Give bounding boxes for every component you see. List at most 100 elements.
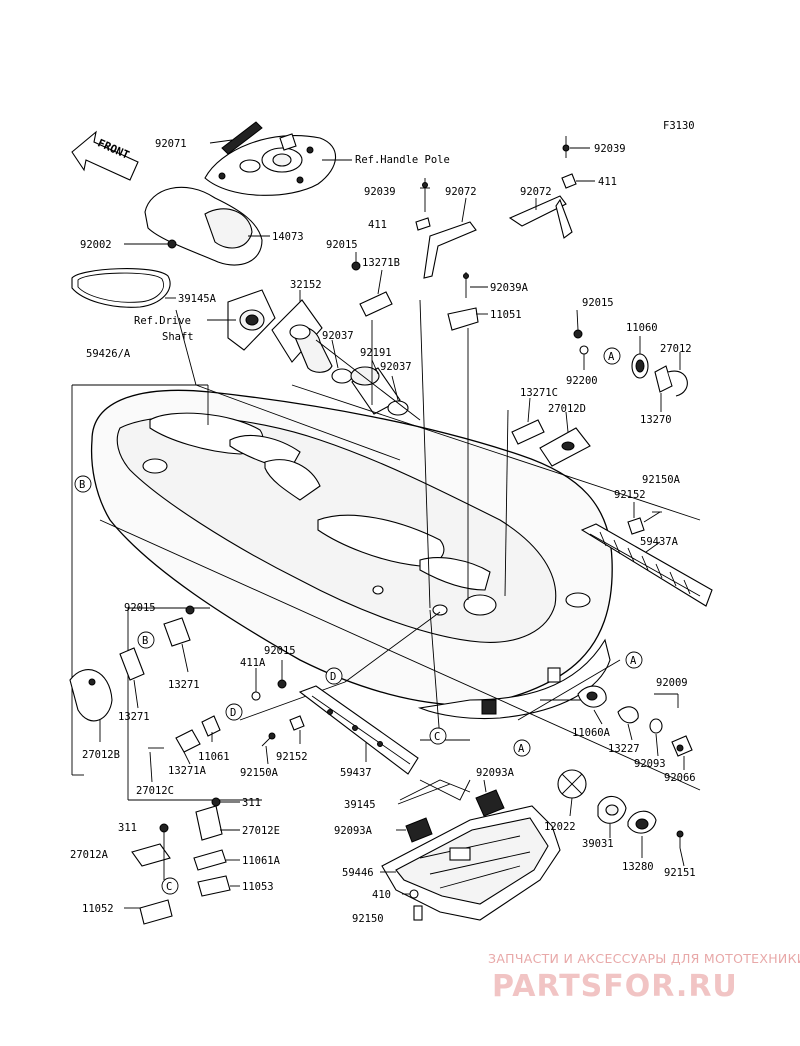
label-11051: 11051 bbox=[490, 309, 522, 321]
label-92015-c: 92015 bbox=[124, 602, 156, 614]
label-411-top: 411 bbox=[598, 176, 617, 188]
label-ref-drive: Ref.Drive bbox=[134, 315, 191, 327]
svg-text:D: D bbox=[330, 671, 336, 683]
part-92152-spacer-r bbox=[627, 517, 645, 535]
part-92039-bolt-top bbox=[562, 136, 570, 158]
label-13271C: 13271C bbox=[520, 387, 558, 399]
part-92015-nut-b bbox=[573, 329, 583, 339]
part-59437-rail bbox=[298, 685, 419, 775]
part-311-nut-b bbox=[159, 823, 169, 833]
part-92093A-pad-a bbox=[475, 789, 505, 817]
label-92039-mid: 92039 bbox=[364, 186, 396, 198]
part-13271C-plate bbox=[511, 419, 545, 445]
part-92072-bracket-a bbox=[423, 221, 477, 279]
label-92015-a: 92015 bbox=[326, 239, 358, 251]
part-11061-bracket bbox=[201, 715, 221, 737]
part-13271-plate-b bbox=[119, 647, 145, 681]
part-59437A-rail bbox=[580, 523, 713, 607]
label-92150A-r: 92150A bbox=[642, 474, 681, 486]
callout-C-hull: C bbox=[429, 727, 447, 745]
label-27012D: 27012D bbox=[548, 403, 586, 415]
label-11053: 11053 bbox=[242, 881, 274, 893]
part-92151-screw bbox=[676, 830, 684, 848]
label-27012B: 27012B bbox=[82, 749, 120, 761]
label-311-b: 311 bbox=[118, 822, 137, 834]
part-92093A-pad-b bbox=[405, 817, 433, 843]
callout-A-right: A bbox=[603, 347, 621, 365]
label-92072-a: 92072 bbox=[445, 186, 477, 198]
label-11060A: 11060A bbox=[572, 727, 611, 739]
label-92072-b: 92072 bbox=[520, 186, 552, 198]
handle-pole-ref-plate bbox=[204, 133, 337, 196]
part-311-nut-a bbox=[211, 797, 221, 807]
label-92093A-b: 92093A bbox=[334, 825, 373, 837]
label-13271A: 13271A bbox=[168, 765, 207, 777]
label-39145: 39145 bbox=[344, 799, 376, 811]
svg-text:C: C bbox=[434, 731, 440, 743]
part-92200-washer bbox=[579, 345, 589, 355]
label-59437: 59437 bbox=[340, 767, 372, 779]
part-27012D-bracket bbox=[539, 427, 591, 467]
label-92071: 92071 bbox=[155, 138, 187, 150]
label-59426A: 59426/A bbox=[86, 348, 131, 360]
part-411-nut-top bbox=[561, 173, 577, 189]
part-13280-plate bbox=[627, 810, 657, 834]
part-27012-hook bbox=[667, 370, 688, 397]
svg-text:B: B bbox=[79, 479, 85, 491]
front-arrow-icon: FRONT bbox=[71, 130, 139, 181]
label-14073: 14073 bbox=[272, 231, 304, 243]
label-411A: 411A bbox=[240, 657, 266, 669]
figure-code: F3130 bbox=[663, 120, 695, 132]
svg-text:A: A bbox=[630, 655, 637, 667]
label-13271B: 13271B bbox=[362, 257, 400, 269]
part-11060-grommet bbox=[631, 353, 649, 379]
part-39031-cover bbox=[597, 795, 627, 824]
callout-D-left: D bbox=[225, 703, 243, 721]
label-411-mid: 411 bbox=[368, 219, 387, 231]
part-92002-bolt bbox=[167, 239, 177, 249]
label-13280: 13280 bbox=[622, 861, 654, 873]
callout-A-hull: A bbox=[625, 651, 643, 669]
label-92002: 92002 bbox=[80, 239, 112, 251]
label-39145A: 39145A bbox=[178, 293, 217, 305]
part-27012E-bracket bbox=[195, 805, 223, 841]
label-11060: 11060 bbox=[626, 322, 658, 334]
label-13227: 13227 bbox=[608, 743, 640, 755]
label-11052: 11052 bbox=[82, 903, 114, 915]
label-92152-r: 92152 bbox=[614, 489, 646, 501]
part-13270-plate bbox=[654, 365, 673, 393]
label-92037-b: 92037 bbox=[380, 361, 412, 373]
label-92093A-a: 92093A bbox=[476, 767, 515, 779]
svg-text:D: D bbox=[230, 707, 236, 719]
label-92200: 92200 bbox=[566, 375, 598, 387]
label-59437A: 59437A bbox=[640, 536, 679, 548]
label-92039A: 92039A bbox=[490, 282, 529, 294]
part-92072-bracket-b bbox=[508, 195, 573, 239]
label-12022: 12022 bbox=[544, 821, 576, 833]
svg-text:A: A bbox=[518, 743, 525, 755]
label-ref-handle-pole: Ref.Handle Pole bbox=[355, 154, 450, 166]
part-11061A-bracket bbox=[193, 849, 227, 871]
label-311-a: 311 bbox=[242, 797, 261, 809]
part-drive-shaft-ref-plate bbox=[227, 289, 276, 351]
callout-D-hull: D bbox=[325, 667, 343, 685]
label-92151: 92151 bbox=[664, 867, 696, 879]
label-410: 410 bbox=[372, 889, 391, 901]
label-92015-b: 92015 bbox=[582, 297, 614, 309]
callout-C-bottom: C bbox=[161, 877, 179, 895]
part-92015-nut-a bbox=[351, 261, 361, 271]
part-32152-boot bbox=[271, 299, 333, 373]
label-92150A-l: 92150A bbox=[240, 767, 279, 779]
label-92191: 92191 bbox=[360, 347, 392, 359]
part-27012A-bracket bbox=[131, 843, 171, 867]
part-92093-oring bbox=[649, 718, 663, 734]
label-11061A: 11061A bbox=[242, 855, 281, 867]
label-13270: 13270 bbox=[640, 414, 672, 426]
part-92150-bolt bbox=[413, 905, 423, 921]
part-92150A-bolt-l bbox=[261, 732, 276, 747]
label-92093: 92093 bbox=[634, 758, 666, 770]
label-59446: 59446 bbox=[342, 867, 374, 879]
part-92152-spacer-l bbox=[289, 715, 305, 731]
part-13271-plate-a bbox=[163, 617, 191, 647]
